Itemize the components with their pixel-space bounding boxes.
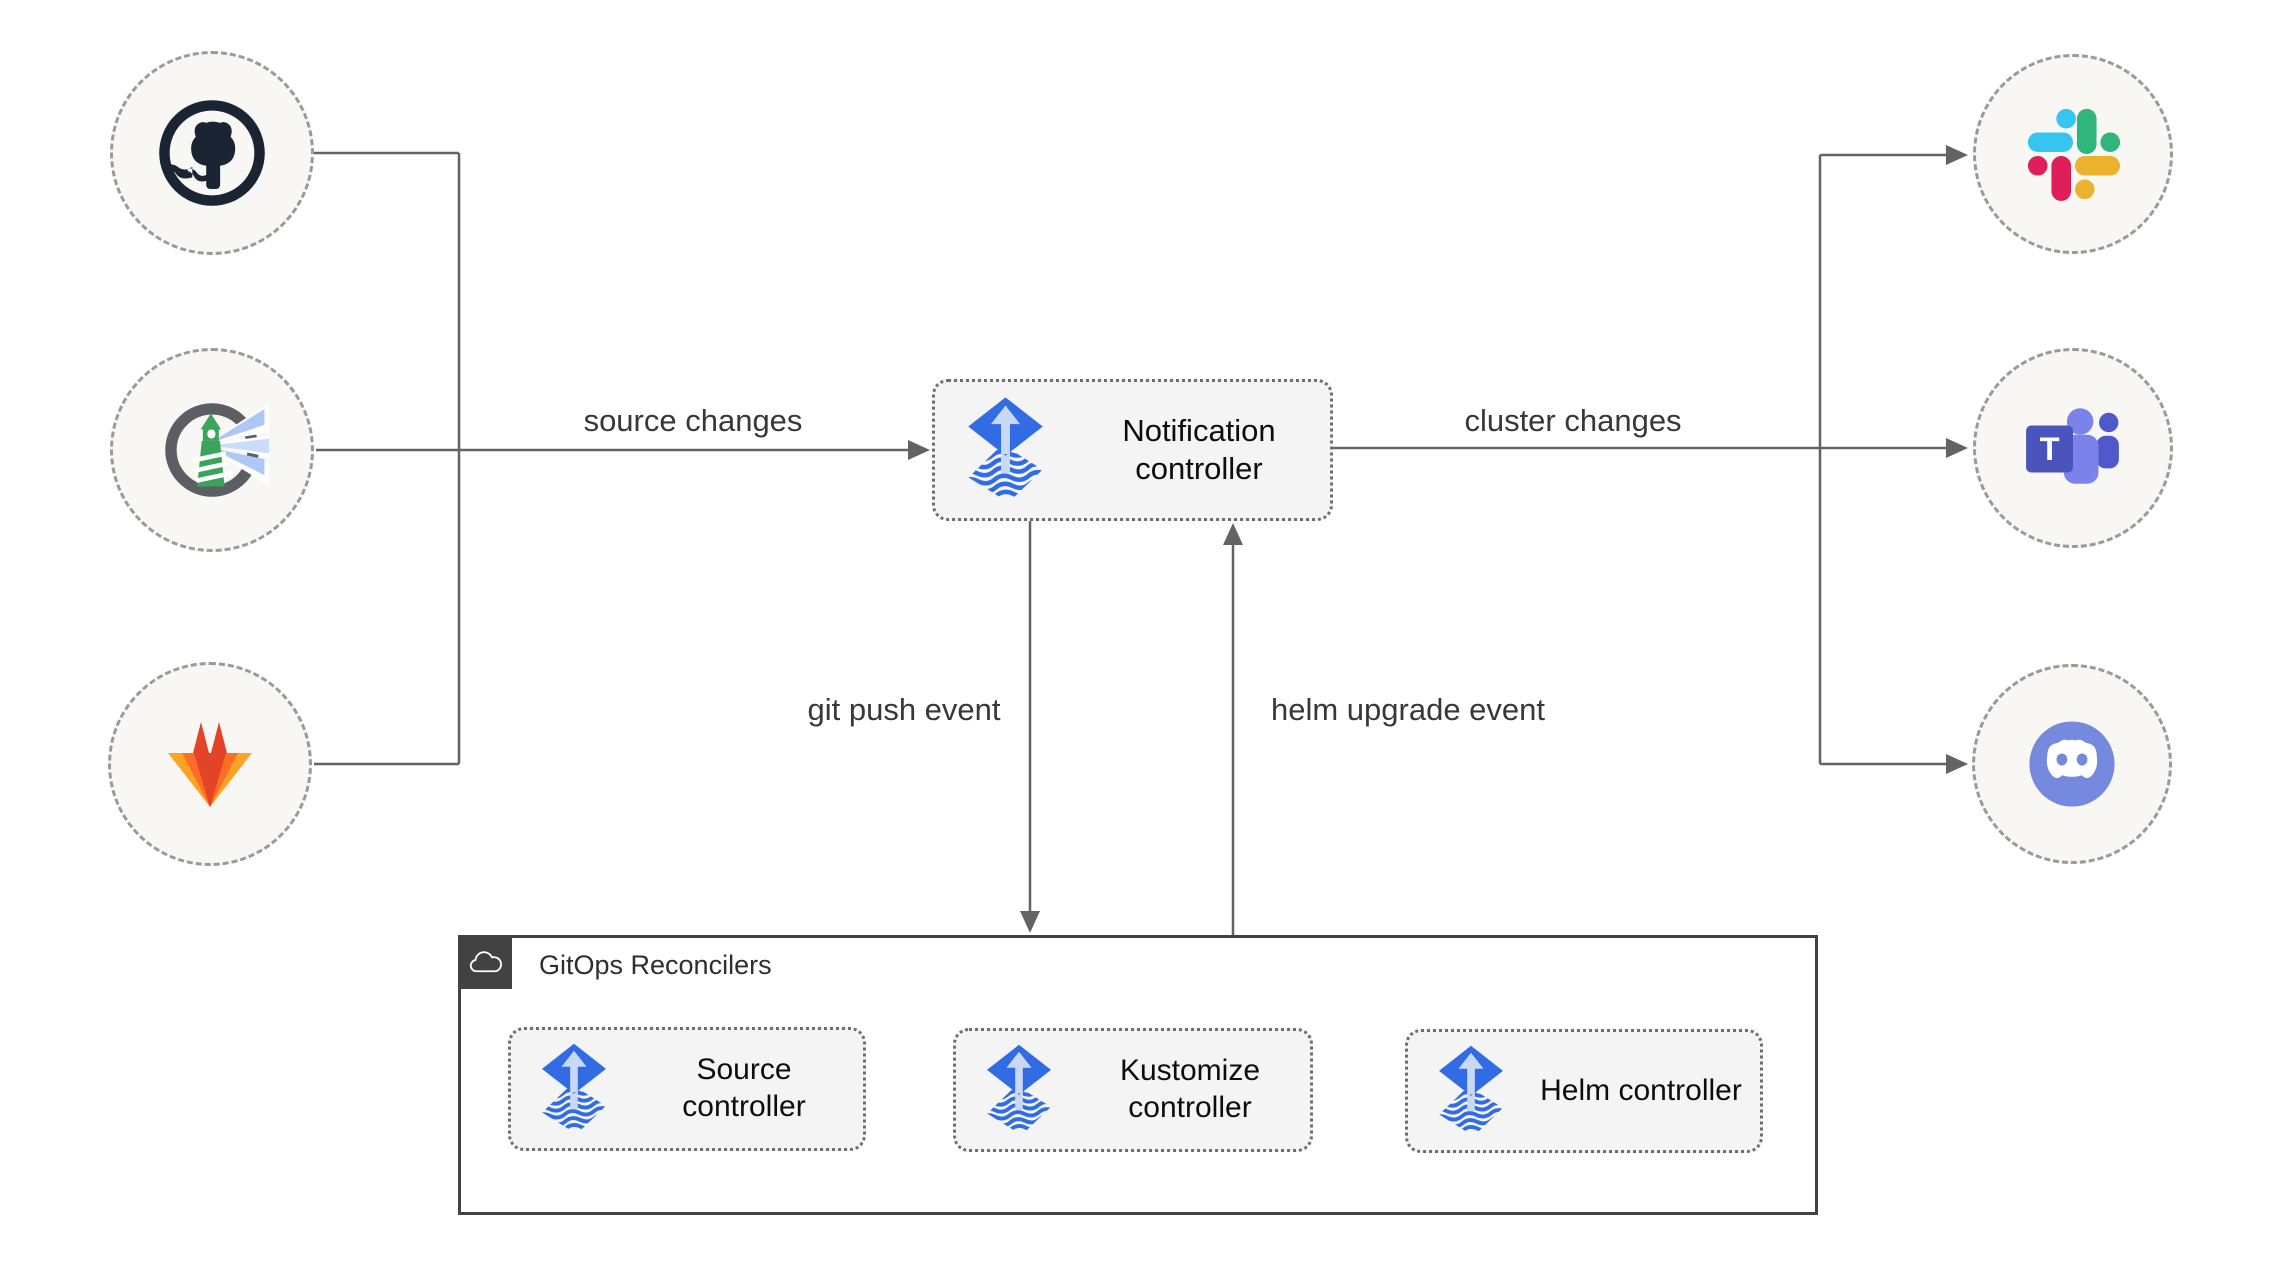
- harbor-icon: [165, 402, 269, 497]
- teams-icon: T: [2026, 408, 2119, 484]
- notification-controller-node: Notification controller: [932, 379, 1333, 521]
- arrowhead-into-notification-bottom: [1223, 523, 1243, 545]
- gitlab-node: [108, 662, 312, 866]
- gitops-reconcilers-title: GitOps Reconcilers: [539, 950, 772, 980]
- discord-node: [1972, 664, 2172, 864]
- helm-controller-label: Helm controller: [1540, 1073, 1742, 1107]
- helm-upgrade-event-label: helm upgrade event: [1270, 692, 1546, 727]
- harbor-lighthouse: [191, 413, 233, 487]
- gitops-badge: [459, 936, 512, 989]
- arrowhead-into-notification: [908, 440, 930, 460]
- kustomize-controller-label: Kustomize controller: [1119, 1054, 1261, 1124]
- helm-controller-node: Helm controller: [1405, 1029, 1763, 1153]
- github-icon: [159, 100, 265, 206]
- git-push-event-label: git push event: [807, 692, 1001, 727]
- notification-controller-label: Notification controller: [1122, 413, 1276, 486]
- flux-icon: [539, 1041, 609, 1137]
- teams-letter: T: [2040, 430, 2060, 467]
- flux-icon: [1436, 1043, 1506, 1139]
- discord-icon: [2029, 721, 2115, 807]
- gitlab-icon: [168, 721, 252, 807]
- arrowhead-into-discord: [1946, 754, 1968, 774]
- arrowhead-into-slack: [1946, 145, 1968, 165]
- source-controller-node: Source controller: [508, 1027, 866, 1151]
- arrowhead-into-teams: [1946, 438, 1968, 458]
- kustomize-controller-node: Kustomize controller: [953, 1028, 1313, 1152]
- cluster-changes-label: cluster changes: [1464, 403, 1682, 438]
- slack-icon: [2027, 108, 2121, 202]
- flux-icon: [984, 1042, 1054, 1138]
- github-node: [110, 51, 314, 255]
- cloud-icon: [469, 950, 502, 972]
- teams-node: T: [1973, 348, 2173, 548]
- arrowhead-into-gitops: [1020, 911, 1040, 933]
- flux-icon: [965, 394, 1046, 506]
- harbor-node: [110, 348, 314, 552]
- source-controller-label: Source controller: [682, 1053, 806, 1123]
- source-changes-label: source changes: [583, 403, 803, 438]
- slack-node: [1973, 54, 2173, 254]
